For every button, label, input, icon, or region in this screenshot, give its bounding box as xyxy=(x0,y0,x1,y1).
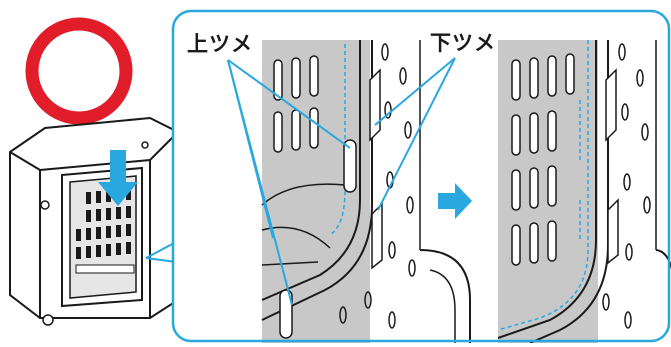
detail-after xyxy=(497,40,671,343)
detail-panel-border xyxy=(171,9,671,343)
device-overview xyxy=(9,116,179,326)
upper-tab-label: 上ツメ xyxy=(187,32,253,56)
detail-panel xyxy=(173,11,671,343)
detail-before xyxy=(261,40,471,343)
zoom-leader-line-lower xyxy=(145,257,177,263)
step-arrow-icon xyxy=(438,183,472,219)
zoom-leader-line xyxy=(145,241,177,259)
insert-arrow-icon xyxy=(98,150,138,206)
correct-circle-icon xyxy=(25,17,133,125)
lower-tab-label: 下ツメ xyxy=(430,31,496,55)
lower-tab-leaders xyxy=(374,57,456,211)
upper-tab-leaders xyxy=(227,59,351,306)
